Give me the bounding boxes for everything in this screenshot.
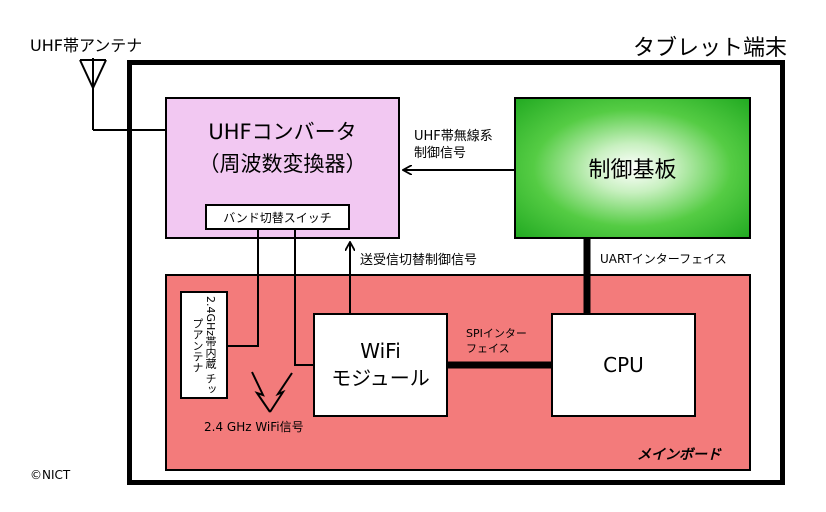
uhf-converter-line1: UHFコンバータ <box>208 120 357 144</box>
control-board: 制御基板 <box>514 97 751 239</box>
builtin-chip-antenna: 2.4GHz帯内蔵 チップアンテナ <box>180 291 228 399</box>
copyright: ©NICT <box>30 468 71 482</box>
txrx-switch-signal-label: 送受信切替制御信号 <box>360 253 478 268</box>
band-switch: バンド切替スイッチ <box>205 204 350 230</box>
cpu-label: CPU <box>603 353 644 377</box>
uhf-converter-line2: （周波数変換器） <box>198 152 367 176</box>
uhf-antenna-icon <box>79 58 107 130</box>
spi-interface-line1: SPIインター <box>466 327 527 340</box>
wifi-module-line2: モジュール <box>331 366 430 390</box>
uhf-antenna-label: UHF帯アンテナ <box>30 36 143 55</box>
tablet-frame <box>127 60 785 485</box>
wifi-module-line1: WiFi <box>360 339 401 363</box>
builtin-antenna-line1: 2.4GHz帯内蔵 <box>204 295 217 369</box>
builtin-antenna-line2: チップアンテナ <box>191 317 217 395</box>
uhf-control-signal-line1: UHF帯無線系 <box>414 129 493 144</box>
uhf-control-signal-label: UHF帯無線系 制御信号 <box>414 128 493 162</box>
main-board-label: メインボード <box>637 447 721 463</box>
wifi-signal-icon <box>251 371 293 413</box>
spi-interface-line2: フェイス <box>466 342 510 355</box>
switch-to-wifi-line <box>294 230 313 366</box>
wifi-signal-label: 2.4 GHz WiFi信号 <box>204 420 304 434</box>
spi-interface-label: SPIインター フェイス <box>466 326 527 356</box>
cpu-box: CPU <box>551 313 696 417</box>
builtin-antenna-label: 2.4GHz帯内蔵 チップアンテナ <box>191 293 217 397</box>
wifi-module: WiFi モジュール <box>313 313 448 417</box>
switch-to-antenna-line <box>228 230 259 347</box>
uart-interface-label: UARTインターフェイス <box>600 252 727 266</box>
tablet-title: タブレット端末 <box>633 36 788 61</box>
control-board-label: 制御基板 <box>588 158 677 183</box>
uhf-converter-label: UHFコンバータ （周波数変換器） <box>165 112 400 184</box>
uhf-control-signal-line2: 制御信号 <box>414 146 467 161</box>
